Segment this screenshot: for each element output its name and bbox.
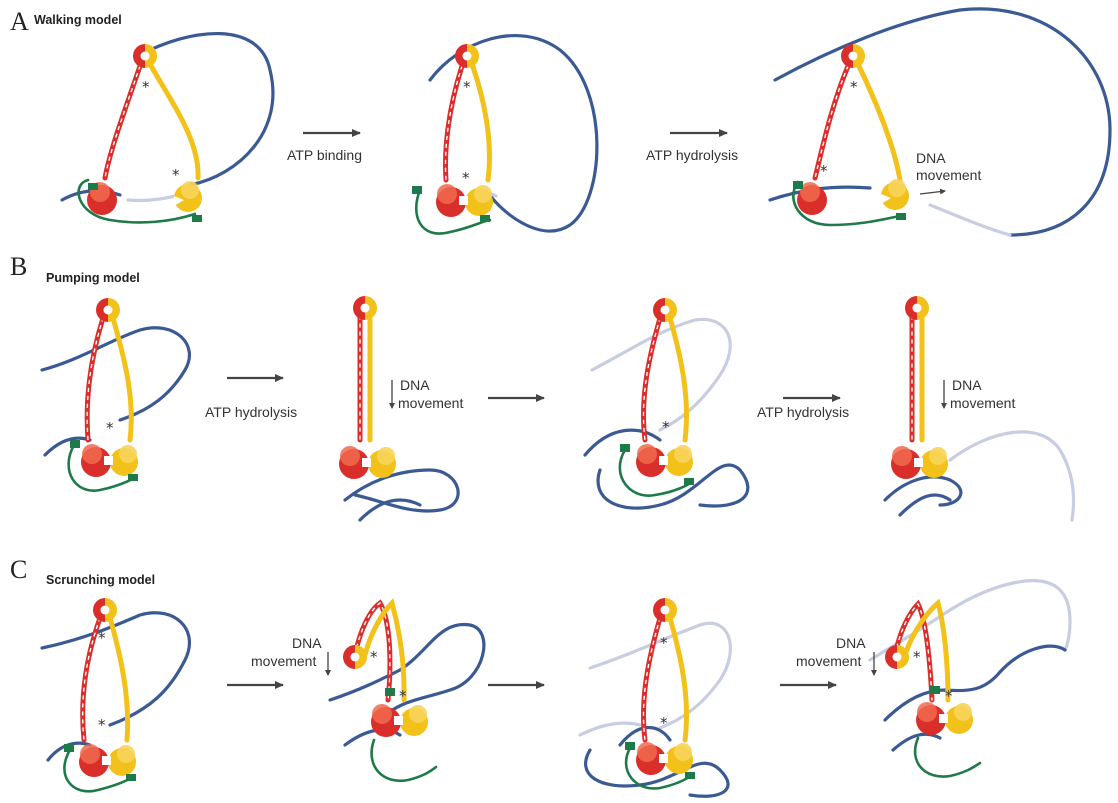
- asterisk: *: [662, 418, 670, 436]
- dna-movement-line2: movement: [251, 653, 316, 669]
- asterisk: *: [945, 687, 953, 705]
- dna-strand: [345, 470, 458, 520]
- dna-strand: [585, 430, 748, 508]
- panel-a-letter: A: [10, 7, 29, 36]
- walking-state-2: * *: [412, 36, 597, 234]
- scrunching-state-3: * *: [580, 598, 730, 796]
- asterisk: *: [850, 78, 858, 96]
- asterisk: *: [913, 648, 921, 666]
- asterisk: *: [462, 169, 470, 187]
- kleisin: [915, 738, 980, 777]
- asterisk: *: [98, 716, 106, 734]
- panel-a-title: Walking model: [34, 13, 122, 27]
- pumping-state-4: DNA movement: [885, 296, 1074, 520]
- dna-strand-light: [592, 319, 730, 430]
- asterisk: *: [98, 629, 106, 647]
- panel-b: B Pumping model * ATP hydrolysis DN: [10, 252, 1074, 520]
- scrunching-state-2: * * DNA movement: [251, 603, 484, 781]
- asterisk: *: [660, 714, 668, 732]
- pumping-state-1: *: [42, 298, 189, 491]
- asterisk: *: [106, 419, 114, 437]
- dna-movement-line1: DNA: [400, 377, 430, 393]
- movement-arrow: [920, 191, 945, 194]
- dna-movement-line2: movement: [916, 167, 981, 183]
- dna-strand: [42, 328, 189, 455]
- dna-strand: [885, 477, 961, 515]
- asterisk: *: [399, 687, 407, 705]
- panel-b-letter: B: [10, 252, 27, 281]
- asterisk: *: [370, 648, 378, 666]
- step-label-atp-hydrolysis: ATP hydrolysis: [205, 404, 297, 420]
- panel-b-title: Pumping model: [46, 271, 140, 285]
- dna-strand: [885, 646, 1065, 750]
- dna-movement-line2: movement: [950, 395, 1015, 411]
- scrunching-state-1: * *: [42, 598, 189, 791]
- panel-c: C Scrunching model * * * *: [10, 555, 1070, 796]
- panel-a: A Walking model * * ATP binding: [10, 7, 1110, 235]
- dna-movement-line2: movement: [398, 395, 463, 411]
- pumping-state-2: DNA movement: [339, 296, 463, 520]
- dna-movement-line1: DNA: [836, 635, 866, 651]
- step-label-atp-hydrolysis-2: ATP hydrolysis: [757, 404, 849, 420]
- kleisin: [372, 740, 436, 781]
- dna-movement-line2: movement: [796, 653, 861, 669]
- step-label-atp-binding: ATP binding: [287, 147, 362, 163]
- dna-strand: [62, 34, 273, 200]
- step-label-atp-hydrolysis: ATP hydrolysis: [646, 147, 738, 163]
- dna-movement-line1: DNA: [292, 635, 322, 651]
- dna-strand-light: [950, 432, 1074, 520]
- dna-movement-line1: DNA: [952, 377, 982, 393]
- asterisk: *: [142, 78, 150, 96]
- walking-state-1: * *: [62, 34, 273, 223]
- asterisk: *: [172, 166, 180, 184]
- panel-c-letter: C: [10, 555, 27, 584]
- dna-movement-line1: DNA: [916, 150, 946, 166]
- scrunching-state-4: * * DNA movement: [796, 581, 1070, 777]
- dna-strand-light: [930, 205, 1010, 235]
- walking-state-3: * * DNA movement: [770, 9, 1110, 235]
- asterisk: *: [463, 78, 471, 96]
- panel-c-title: Scrunching model: [46, 573, 155, 587]
- pumping-state-3: *: [585, 298, 748, 508]
- asterisk: *: [820, 162, 828, 180]
- asterisk: *: [660, 634, 668, 652]
